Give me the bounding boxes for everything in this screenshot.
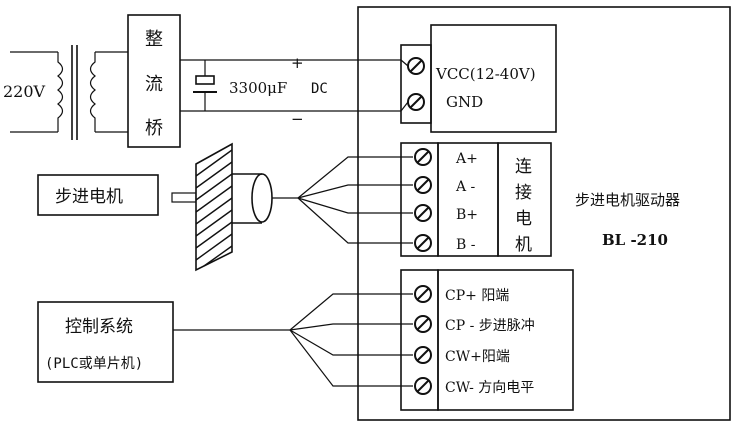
- terminal-screw-b-plus: [414, 204, 432, 222]
- terminal-screw-a-minus: [414, 176, 432, 194]
- rectifier-char-2: 流: [145, 74, 163, 95]
- rectifier-box: [127, 14, 181, 148]
- controller: 控制系统 (PLC或单片机): [37, 293, 413, 387]
- motor-wires: [272, 156, 413, 244]
- terminal-label-cp-minus: CP - 步进脉冲: [445, 318, 535, 334]
- transformer-secondary-coil: [89, 52, 96, 132]
- power-terminal-block: VCC(12-40V) GND: [400, 24, 557, 133]
- controller-sublabel: (PLC或单片机): [45, 356, 143, 372]
- terminal-screw-gnd: [407, 93, 425, 111]
- motor-group-char-3: 电: [515, 209, 532, 229]
- terminal-label-cw-plus: CW+阳端: [445, 349, 510, 365]
- terminal-screw-b-minus: [414, 234, 432, 252]
- motor-body: [232, 173, 273, 224]
- motor-label-box: [37, 174, 159, 216]
- power-supply: 220V 整 流 桥 3300μF + − DC: [3, 14, 409, 148]
- dc-minus-sign: −: [291, 110, 304, 128]
- transformer-primary-coil: [57, 52, 64, 132]
- rectifier-char-3: 桥: [145, 118, 163, 139]
- terminal-label-gnd: GND: [446, 93, 483, 111]
- rectifier-char-1: 整: [145, 29, 163, 50]
- terminal-screw-cp-plus: [414, 285, 432, 303]
- control-wires: [173, 293, 413, 387]
- terminal-label-b-plus: B+: [456, 207, 478, 223]
- terminal-screw-vcc: [407, 57, 425, 75]
- driver-title: 步进电机驱动器: [575, 191, 680, 209]
- motor-group-char-4: 机: [515, 235, 532, 255]
- terminal-label-a-plus: A+: [455, 151, 478, 167]
- motor-label: 步进电机: [55, 187, 123, 207]
- terminal-screw-cw-minus: [414, 377, 432, 395]
- terminal-label-cp-plus: CP+ 阳端: [445, 288, 509, 304]
- terminal-screw-cp-minus: [414, 315, 432, 333]
- capacitor-label: 3300μF: [229, 79, 287, 97]
- controller-label: 控制系统: [65, 317, 133, 337]
- stepper-motor: 步进电机: [37, 142, 413, 272]
- driver-model: BL -210: [602, 231, 668, 249]
- capacitor: [193, 60, 217, 111]
- terminal-label-b-minus: B -: [456, 237, 476, 253]
- control-terminal-block: CP+ 阳端 CP - 步进脉冲 CW+阳端 CW- 方向电平: [400, 269, 574, 411]
- terminal-label-cw-minus: CW- 方向电平: [445, 380, 534, 396]
- motor-group-char-2: 接: [515, 183, 532, 203]
- controller-box: [37, 301, 174, 383]
- terminal-label-vcc: VCC(12-40V): [435, 65, 536, 83]
- motor-group-char-1: 连: [515, 157, 532, 177]
- mount-hatching: [195, 149, 233, 267]
- dc-plus-sign: +: [291, 54, 304, 72]
- ac-input-label: 220V: [3, 82, 46, 101]
- terminal-screw-a-plus: [414, 148, 432, 166]
- motor-terminal-block: A+ A - B+ B - 连 接 电 机: [400, 142, 552, 257]
- motor-mount-plate: [195, 142, 233, 272]
- motor-shaft: [171, 192, 197, 203]
- dc-label: DC: [311, 81, 328, 97]
- terminal-screw-cw-plus: [414, 346, 432, 364]
- terminal-label-a-minus: A -: [455, 179, 476, 195]
